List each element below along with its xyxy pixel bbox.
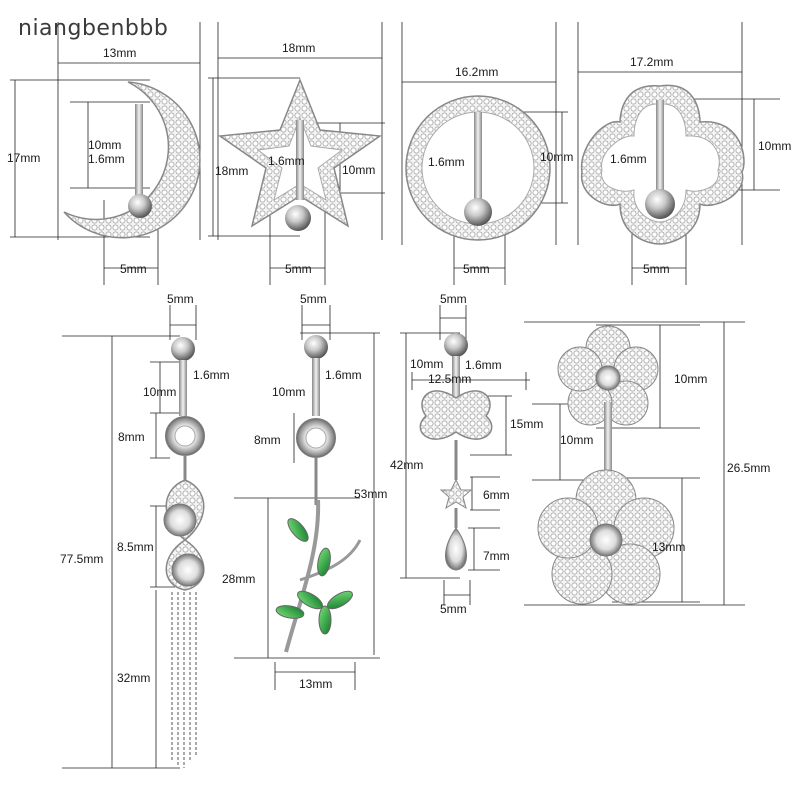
clover-gauge-label: 1.6mm [610, 152, 647, 166]
butterfly-wing-label: 15mm [510, 417, 544, 431]
star-jewelry [217, 77, 383, 231]
clover-jewelry [580, 84, 745, 245]
moon-width-label: 13mm [103, 46, 137, 60]
butterfly-total-label: 42mm [390, 458, 424, 472]
circle-gauge-label: 1.6mm [428, 155, 465, 169]
circle-width-label: 16.2mm [455, 65, 499, 79]
tassel-gauge-label: 1.6mm [193, 368, 230, 382]
star-height-label: 18mm [215, 164, 249, 178]
leaf-total-label: 53mm [354, 487, 388, 501]
leaf-jewelry [275, 335, 362, 653]
moon-jewelry [63, 81, 201, 239]
star-bar-label: 10mm [342, 163, 376, 177]
tassel-bar-label: 10mm [143, 385, 177, 399]
star-ball-label: 5mm [285, 262, 312, 276]
leaf-ball-label: 5mm [300, 292, 327, 306]
butterfly-bar-label: 10mm [410, 357, 444, 371]
circle-jewelry [405, 95, 551, 241]
leaf-gem-label: 8mm [254, 433, 281, 447]
star-width-label: 18mm [282, 41, 316, 55]
butterfly-width-label: 12.5mm [428, 372, 472, 386]
flower-total-label: 26.5mm [727, 461, 771, 475]
watermark: niangbenbbb [18, 16, 169, 41]
butterfly-jewelry [419, 333, 493, 571]
leaf-gauge-label: 1.6mm [325, 368, 362, 382]
star-gauge-label: 1.6mm [268, 154, 305, 168]
tassel-jewelry [163, 337, 205, 768]
tassel-ball-label: 5mm [167, 292, 194, 306]
leaf-width-label: 13mm [299, 677, 333, 691]
leaf-bar-label: 10mm [272, 385, 306, 399]
tassel-total-label: 77.5mm [60, 552, 104, 566]
tassel-chain-label: 32mm [117, 671, 151, 685]
flower-top-label: 10mm [674, 372, 708, 386]
butterfly-drop-label: 7mm [483, 549, 510, 563]
butterfly-gauge-label: 1.6mm [465, 358, 502, 372]
tassel-gem-label: 8mm [118, 430, 145, 444]
butterfly-bottom-label: 5mm [440, 602, 467, 616]
clover-ball-label: 5mm [643, 262, 670, 276]
tassel-charm-label: 8.5mm [117, 540, 154, 554]
moon-height-label: 17mm [7, 151, 41, 165]
moon-bar-label: 10mm [88, 138, 122, 152]
clover-height-label: 10mm [758, 139, 792, 153]
circle-height-label: 10mm [540, 150, 574, 164]
flower-jewelry [537, 325, 675, 605]
flower-bar-label: 10mm [560, 433, 594, 447]
moon-gauge-label: 1.6mm [88, 152, 125, 166]
moon-ball-label: 5mm [120, 262, 147, 276]
leaf-charm-label: 28mm [222, 572, 256, 586]
circle-ball-label: 5mm [463, 262, 490, 276]
clover-width-label: 17.2mm [630, 55, 674, 69]
butterfly-star-label: 6mm [483, 488, 510, 502]
butterfly-ball-label: 5mm [440, 292, 467, 306]
flower-bottom-label: 13mm [652, 540, 686, 554]
